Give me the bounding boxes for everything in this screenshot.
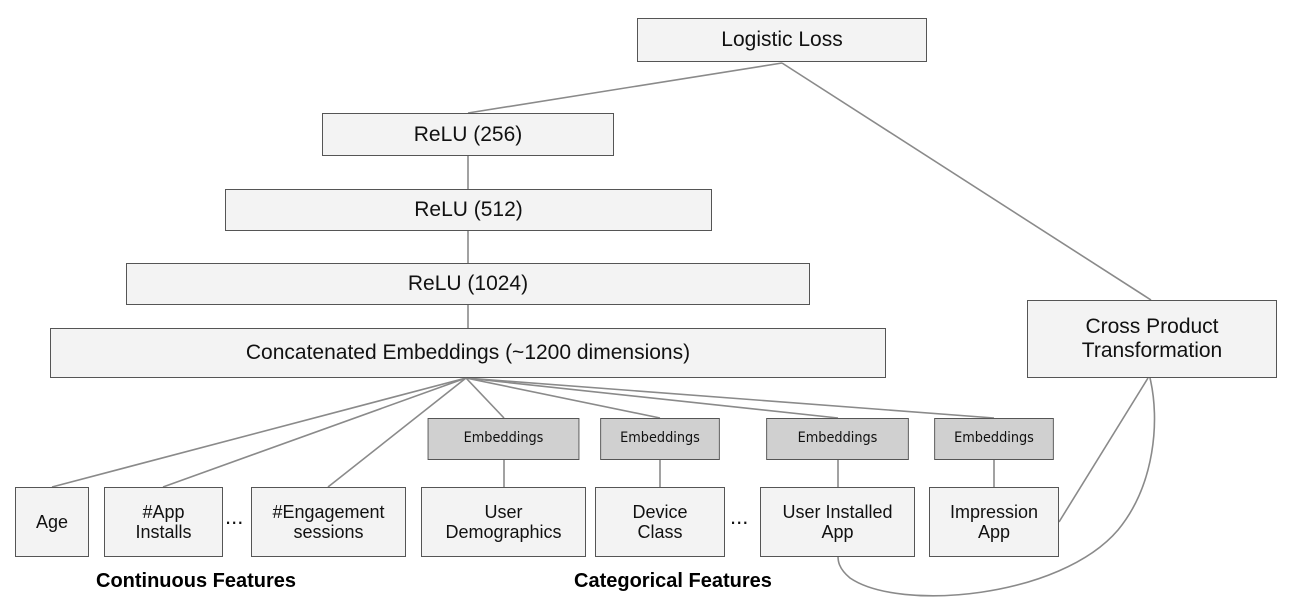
feature-user-demographics-line1: User: [484, 501, 523, 522]
continuous-features-label: Continuous Features: [96, 570, 297, 592]
feature-device-class-line1: Device: [632, 501, 688, 522]
feature-impression-app-line1: Impression: [949, 501, 1039, 522]
edge-loss-cross: [781, 62, 1152, 301]
edge-loss-relu256: [467, 62, 783, 114]
embeddings-box-user-demographics: Embeddings: [427, 418, 580, 460]
embeddings-box-user-installed-app: Embeddings: [766, 418, 909, 460]
feature-user-installed-app: User Installed App: [760, 487, 915, 557]
relu-256-label: ReLU (256): [413, 122, 523, 146]
edge-cross-installed: [837, 377, 1156, 597]
feature-app-installs-line1: #App: [142, 501, 185, 522]
edge-concat-app-installs: [162, 377, 467, 488]
concatenated-embeddings-box: Concatenated Embeddings (~1200 dimension…: [50, 328, 886, 378]
feature-age-label: Age: [35, 511, 69, 532]
feature-impression-app: Impression App: [929, 487, 1059, 557]
logistic-loss-label: Logistic Loss: [721, 28, 843, 52]
embeddings-label: Embeddings: [954, 430, 1034, 447]
feature-app-installs-line2: Installs: [135, 522, 192, 542]
relu-256-box: ReLU (256): [322, 113, 614, 156]
relu-512-label: ReLU (512): [414, 198, 523, 222]
concatenated-embeddings-label: Concatenated Embeddings (~1200 dimension…: [245, 341, 691, 365]
edge-concat-emb3: [465, 377, 839, 419]
categorical-features-label: Categorical Features: [574, 570, 772, 592]
feature-user-installed-app-line1: User Installed: [782, 501, 893, 522]
feature-user-installed-app-line2: App: [821, 522, 854, 542]
cross-product-transformation-box: Cross Product Transformation: [1027, 300, 1277, 378]
feature-user-demographics: User Demographics: [421, 487, 586, 557]
cross-product-label-line2: Transformation: [1081, 339, 1223, 362]
feature-engagement-line2: sessions: [293, 522, 364, 542]
logistic-loss-box: Logistic Loss: [637, 18, 927, 62]
edge-concat-age: [51, 377, 467, 488]
feature-age: Age: [15, 487, 89, 557]
embeddings-box-impression-app: Embeddings: [934, 418, 1054, 460]
feature-engagement-sessions: #Engagement sessions: [251, 487, 406, 557]
feature-user-demographics-line2: Demographics: [445, 522, 562, 542]
embeddings-label: Embeddings: [797, 430, 878, 447]
edge-concat-emb4: [465, 377, 995, 419]
cross-product-label-line1: Cross Product: [1085, 315, 1219, 339]
relu-1024-label: ReLU (1024): [407, 272, 529, 296]
feature-device-class: Device Class: [595, 487, 725, 557]
embeddings-label: Embeddings: [463, 430, 544, 447]
relu-512-box: ReLU (512): [225, 189, 712, 231]
feature-impression-app-line2: App: [977, 522, 1011, 542]
edge-concat-engagement: [327, 377, 467, 488]
feature-engagement-line1: #Engagement: [272, 501, 385, 522]
edge-concat-emb1: [465, 377, 505, 419]
categorical-ellipsis: ...: [730, 504, 749, 529]
continuous-ellipsis: ...: [225, 504, 244, 529]
feature-device-class-line2: Class: [637, 522, 683, 542]
edge-cross-impression: [1058, 377, 1149, 523]
embeddings-label: Embeddings: [620, 430, 700, 447]
edge-concat-emb2: [465, 377, 661, 419]
embeddings-box-device-class: Embeddings: [600, 418, 720, 460]
relu-1024-box: ReLU (1024): [126, 263, 810, 305]
feature-app-installs: #App Installs: [104, 487, 223, 557]
